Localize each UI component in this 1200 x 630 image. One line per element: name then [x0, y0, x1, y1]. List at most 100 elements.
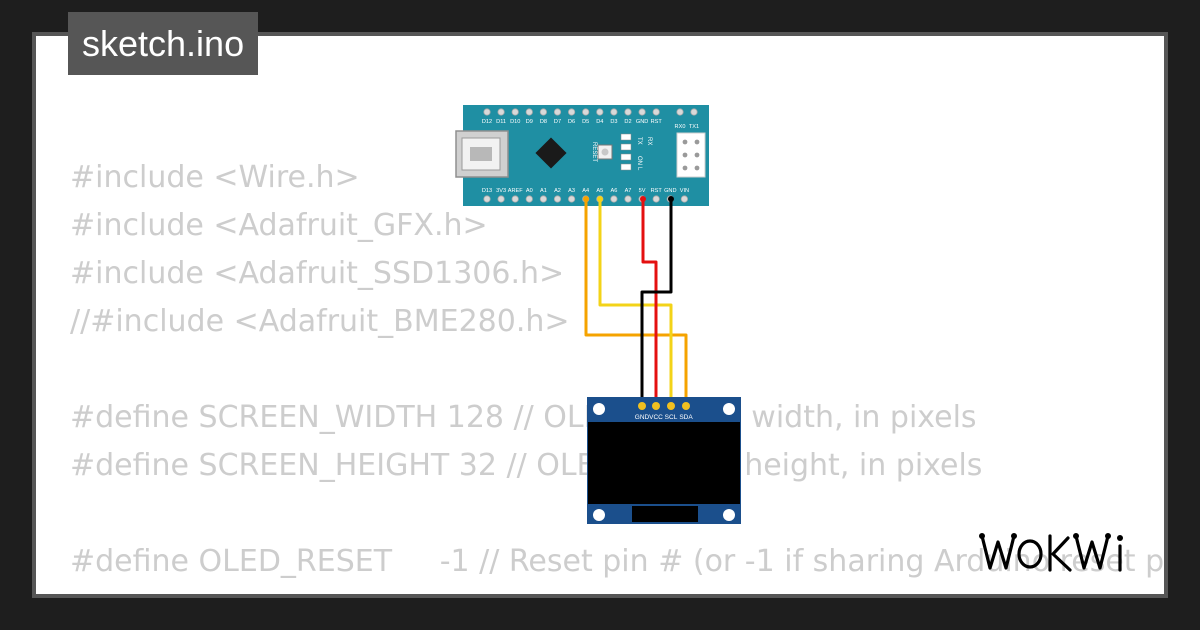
oled-pin-pads [638, 402, 690, 410]
bottom-pin[interactable] [497, 195, 505, 203]
wires[interactable] [584, 199, 688, 406]
led-label: L [636, 167, 642, 171]
top-pin-label: D2 [624, 119, 631, 125]
bottom-pin-label: GND [664, 188, 676, 194]
top-pin-label: D7 [554, 119, 561, 125]
oled-ribbon [632, 506, 698, 522]
top-pin[interactable] [553, 108, 562, 116]
bottom-pin-label: A4 [582, 188, 589, 194]
status-leds: TX RX ON L [620, 133, 652, 171]
sketch-title: sketch.ino [68, 12, 259, 75]
code-line: //#include <Adafruit_BME280.h> [70, 304, 570, 339]
code-line: #define SCREEN_ADDRESS 0x3C ///< See dat… [70, 586, 1164, 594]
bottom-pin[interactable] [525, 195, 533, 203]
wire-ends [583, 196, 674, 202]
bottom-pin[interactable] [511, 195, 519, 203]
top-pin[interactable] [652, 108, 660, 116]
code-line: #include <Adafruit_GFX.h> [70, 208, 488, 243]
mount-hole [593, 403, 605, 415]
top-pin[interactable] [610, 108, 618, 116]
wokwi-logo [979, 533, 1123, 572]
bottom-pin-label: 5V [639, 188, 646, 194]
top-pin[interactable] [497, 108, 505, 116]
top-pin[interactable] [638, 108, 646, 116]
icsp-header [676, 132, 706, 178]
bottom-pin[interactable] [680, 195, 689, 203]
top-pin[interactable] [596, 108, 604, 116]
code-line: #include <Adafruit_SSD1306.h> [70, 256, 565, 291]
bottom-pin-label: A6 [610, 188, 617, 194]
bottom-pin-label: A1 [540, 188, 547, 194]
top-pin[interactable] [539, 108, 548, 116]
top-pin-label: D3 [610, 119, 617, 125]
top-pin[interactable] [624, 108, 632, 116]
wire-sda [584, 199, 688, 406]
bottom-pin[interactable] [483, 195, 491, 203]
bottom-pin-label: 3V3 [496, 188, 506, 194]
led-rx [620, 143, 632, 151]
top-pin-label: RX0 [675, 124, 686, 130]
bottom-pin-label: AREF [508, 188, 524, 194]
bottom-pin-label: A7 [625, 188, 632, 194]
code-line: #define OLED_RESET -1 // Reset pin # (or… [70, 544, 1168, 579]
top-pin-label: D8 [540, 119, 547, 125]
oled-pin-labels: GND VCC SCL SDA [635, 414, 694, 421]
bottom-pin[interactable] [610, 195, 618, 203]
top-pin-label: D12 [482, 119, 492, 125]
top-pin[interactable] [525, 108, 533, 116]
bottom-pin[interactable] [624, 195, 632, 203]
bottom-pin-label: A5 [596, 188, 603, 194]
top-pin[interactable] [690, 108, 698, 116]
top-pin[interactable] [511, 108, 519, 116]
wire-gnd [640, 199, 673, 406]
bottom-pin-label: RST [651, 188, 663, 194]
oled-pin-label: SDA [679, 414, 693, 421]
bottom-pin[interactable] [652, 195, 660, 203]
top-pin-label: D10 [510, 119, 520, 125]
bottom-pin[interactable] [567, 195, 576, 203]
reset-button-cap [601, 148, 609, 156]
bottom-pin[interactable] [539, 195, 548, 203]
led-label: TX [636, 137, 642, 145]
top-pin-label: D4 [596, 119, 603, 125]
mount-hole [723, 509, 735, 521]
arduino-nano-board[interactable]: RESET TX RX ON L D12 D11 D10 D9 D8 D7 D6 D5 D4 D3… [455, 105, 709, 206]
led-tx [620, 133, 632, 141]
top-pin-label: D9 [526, 119, 533, 125]
icsp-pins [682, 139, 700, 171]
top-pin[interactable] [483, 108, 491, 116]
mount-hole [723, 403, 735, 415]
top-pin[interactable] [567, 108, 576, 116]
led-label: RX [646, 137, 652, 145]
mount-hole [593, 509, 605, 521]
top-pin-label: D5 [582, 119, 589, 125]
top-pin[interactable] [676, 108, 684, 116]
bottom-pin[interactable] [553, 195, 562, 203]
wire-scl [598, 199, 673, 406]
top-pin-label: D6 [568, 119, 575, 125]
oled-screen [588, 422, 740, 504]
oled-display-module[interactable]: GND VCC SCL SDA [587, 397, 741, 524]
wire-vcc [641, 199, 658, 406]
top-pin-label: TX1 [689, 124, 699, 130]
top-pin-label: GND [636, 119, 648, 125]
led-on [620, 153, 632, 161]
led-label: ON [636, 156, 642, 165]
top-pin-label: D11 [496, 119, 506, 125]
top-pin-label: RST [651, 119, 663, 125]
bottom-pin-label: A0 [526, 188, 533, 194]
top-pin[interactable] [582, 108, 590, 116]
code-line: #include <Wire.h> [70, 160, 360, 195]
bottom-pin-label: A2 [554, 188, 561, 194]
oled-pin-label: GND [635, 414, 650, 421]
reset-label: RESET [591, 142, 597, 162]
oled-pin-label: SCL [665, 414, 678, 421]
bottom-pin-label: A3 [568, 188, 575, 194]
bottom-pin-label: D13 [482, 188, 492, 194]
usb-port-inner [470, 147, 492, 161]
bottom-pin-label: VIN [680, 188, 689, 194]
oled-pin-label: VCC [649, 414, 663, 421]
code-preview: #include <Wire.h> #include <Adafruit_GFX.… [70, 154, 1168, 594]
